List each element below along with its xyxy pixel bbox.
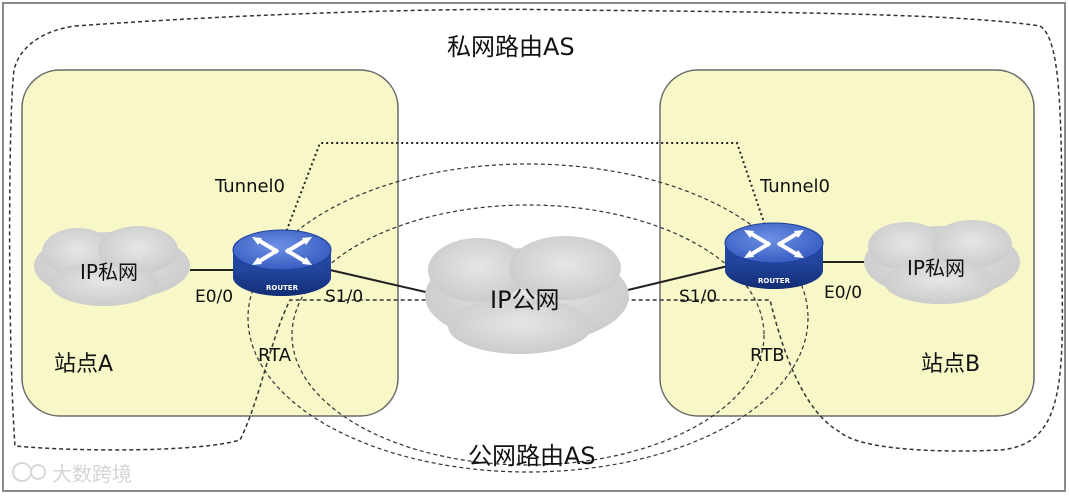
cloud-a-icon [34,226,190,306]
public-cloud-label: IP公网 [490,286,560,314]
watermark-logo-icon [12,462,46,482]
tunnel-path [282,142,771,241]
port-b-wan-label: S1/0 [679,287,718,307]
site-b-label: 站点B [921,352,981,377]
tunnel-a-label: Tunnel0 [215,176,286,197]
port-b-lan-label: E0/0 [824,283,863,303]
site-b-area [659,69,1035,417]
router-rtb-badge: ROUTER [758,277,791,285]
cloud-b-icon [864,220,1020,304]
public-as-boundary-outer [247,163,809,473]
link-a-wan [329,269,431,294]
link-b-wan [627,265,729,291]
private-as-label: 私网路由AS [447,33,575,61]
tunnel-b-label: Tunnel0 [760,176,831,197]
cloud-b-label: IP私网 [907,256,965,280]
watermark-text: 大数跨境 [52,462,132,486]
private-as-boundary [8,8,1064,452]
site-a-label: 站点A [54,352,114,377]
port-a-lan-label: E0/0 [195,287,234,307]
public-as-boundary-inner [291,204,765,466]
router-rta-label: RTA [258,345,292,366]
router-rta-icon: ROUTER [232,229,332,296]
router-rtb-icon: ROUTER [724,222,824,289]
outer-frame [2,2,1066,492]
site-a-area [21,69,399,417]
router-rtb-label: RTB [750,345,785,366]
router-rta-badge: ROUTER [266,284,299,292]
cloud-a-label: IP私网 [80,260,138,284]
cloud-public-icon [425,236,629,354]
port-a-wan-label: S1/0 [325,287,364,307]
public-as-label: 公网路由AS [468,442,596,470]
